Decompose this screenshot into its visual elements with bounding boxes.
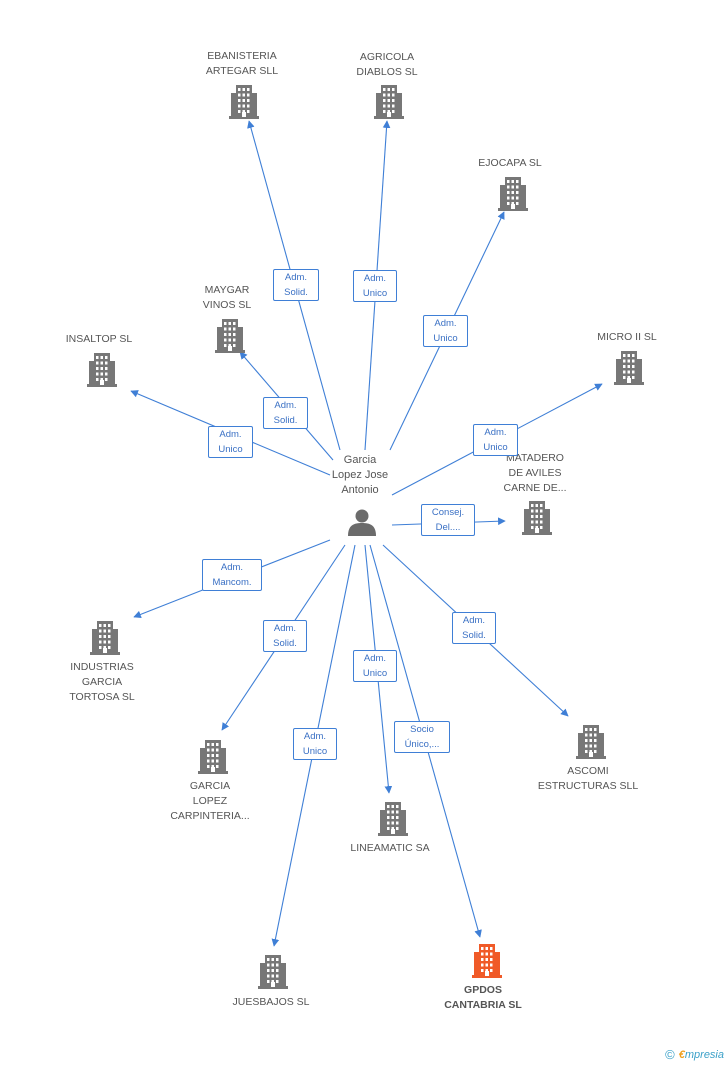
edge-role-gpdos[interactable]: Socio Único,... <box>394 721 450 753</box>
edge-role-matadero[interactable]: Consej. Del.... <box>421 504 475 536</box>
building-icon-ebanisteria[interactable] <box>229 85 259 119</box>
edge-role-lineamatic[interactable]: Adm. Unico <box>353 650 397 682</box>
brand-logo[interactable]: €mpresia <box>678 1048 724 1061</box>
node-label-ascomi[interactable]: ASCOMI ESTRUCTURAS SLL <box>537 765 639 792</box>
footer-brand: © €mpresia <box>665 1047 724 1062</box>
building-icon-ascomi[interactable] <box>576 725 606 759</box>
edge-role-insaltop[interactable]: Adm. Unico <box>208 426 253 458</box>
building-icon-agricola[interactable] <box>374 85 404 119</box>
node-label-garcia[interactable]: GARCIA LOPEZ CARPINTERIA... <box>170 780 250 822</box>
node-label-matadero[interactable]: MATADERO DE AVILES CARNE DE... <box>503 452 567 494</box>
node-label-industrias[interactable]: INDUSTRIAS GARCIA TORTOSA SL <box>69 661 135 703</box>
copyright-icon: © <box>665 1047 675 1062</box>
building-icon-matadero[interactable] <box>522 501 552 535</box>
node-label-insaltop[interactable]: INSALTOP SL <box>65 333 133 345</box>
building-icon-gpdos[interactable] <box>472 944 502 978</box>
building-icon-ejocapa[interactable] <box>498 177 528 211</box>
node-label-micro[interactable]: MICRO II SL <box>597 331 657 343</box>
edge-role-micro[interactable]: Adm. Unico <box>473 424 518 456</box>
edge-role-agricola[interactable]: Adm. Unico <box>353 270 397 302</box>
node-label-maygar[interactable]: MAYGAR VINOS SL <box>202 284 252 311</box>
edge-role-juesbajos[interactable]: Adm. Unico <box>293 728 337 760</box>
building-icon-micro[interactable] <box>614 351 644 385</box>
center-person-label[interactable]: Garcia Lopez Jose Antonio <box>331 454 389 496</box>
building-icon-lineamatic[interactable] <box>378 802 408 836</box>
edge-role-garcia[interactable]: Adm. Solid. <box>263 620 307 652</box>
edge-role-maygar[interactable]: Adm. Solid. <box>263 397 308 429</box>
node-label-juesbajos[interactable]: JUESBAJOS SL <box>232 996 310 1008</box>
node-label-ebanisteria[interactable]: EBANISTERIA ARTEGAR SLL <box>205 50 279 77</box>
node-label-gpdos[interactable]: GPDOS CANTABRIA SL <box>444 984 522 1011</box>
edge-role-ejocapa[interactable]: Adm. Unico <box>423 315 468 347</box>
edge-role-ebanisteria[interactable]: Adm. Solid. <box>273 269 319 301</box>
building-icon-garcia[interactable] <box>198 740 228 774</box>
edge-role-ascomi[interactable]: Adm. Solid. <box>452 612 496 644</box>
person-icon[interactable] <box>348 509 376 537</box>
node-label-agricola[interactable]: AGRICOLA DIABLOS SL <box>356 51 418 78</box>
building-icon-juesbajos[interactable] <box>258 955 288 989</box>
node-label-ejocapa[interactable]: EJOCAPA SL <box>478 157 542 169</box>
building-icon-industrias[interactable] <box>90 621 120 655</box>
building-icon-insaltop[interactable] <box>87 353 117 387</box>
node-label-lineamatic[interactable]: LINEAMATIC SA <box>350 842 430 854</box>
building-icon-maygar[interactable] <box>215 319 245 353</box>
edge-role-industrias[interactable]: Adm. Mancom. <box>202 559 262 591</box>
